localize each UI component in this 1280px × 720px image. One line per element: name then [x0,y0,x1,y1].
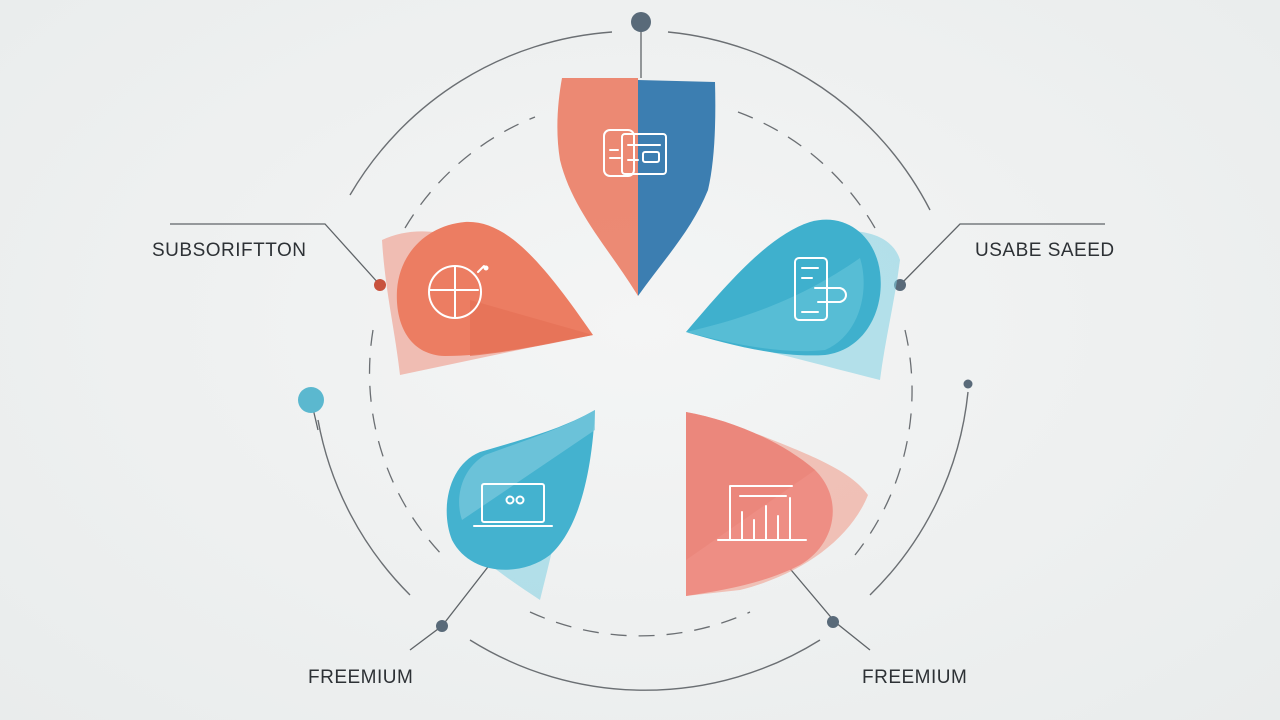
node-dot-bottom-left [436,620,448,632]
petal-bottom-right [686,412,868,596]
label-freemium-right: FREEMIUM [862,667,968,688]
inner-dashed-ring [368,111,913,637]
label-subscription: SUBSORIFTTON [152,240,307,261]
label-freemium-left: FREEMIUM [308,667,414,688]
petal-bottom-left [446,410,595,600]
node-dot-right [894,279,906,291]
laptop-icon [473,483,553,527]
node-dot-right-small [963,379,973,389]
mobile-device-icon [794,257,847,321]
node-dot-top [631,12,651,32]
document-card-icon [603,129,667,177]
petal-left-highlight [470,300,593,356]
petal-top-blue-half [638,80,716,296]
petal-top-coral-half [557,78,638,296]
node-dot-bottom-right [827,616,839,628]
outer-ring-arc-right [869,391,969,596]
outer-ring-arc-top-right [667,31,931,211]
outer-ring [317,31,969,691]
petal-right-highlight [686,258,864,352]
outer-ring-arc-bottom [469,639,821,691]
connector-top-left [170,223,381,286]
label-usage-based: USABE SAEED [975,240,1115,261]
petal-bottom-left-highlight [459,410,595,520]
outer-ring-arc-top-left [349,31,613,196]
connector-top-right [899,223,1105,286]
node-dot-left-red [374,279,386,291]
pie-chart-icon [428,265,489,319]
outer-ring-arc-left [317,419,411,596]
bar-chart-icon [717,485,807,541]
petal-top [557,78,716,296]
node-dot-teal [298,387,324,413]
petal-left [382,221,593,375]
petal-right [686,219,900,380]
